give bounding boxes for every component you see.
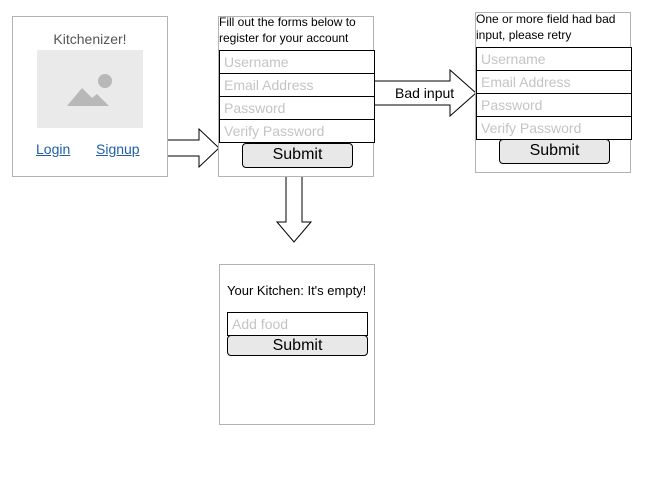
- bad-input-label: Bad input: [395, 85, 455, 101]
- error-message-line-2: input, please retry: [476, 28, 572, 42]
- error-screen: One or more field had bad input, please …: [475, 12, 632, 173]
- register-submit-button[interactable]: Submit: [242, 143, 353, 168]
- app-title: Kitchenizer!: [53, 31, 127, 47]
- email-field[interactable]: Email Address: [219, 73, 375, 97]
- verify-password-field[interactable]: Verify Password: [219, 119, 375, 143]
- register-instructions-line-2: register for your account: [219, 31, 349, 45]
- arrow-register-to-error: [372, 68, 477, 118]
- error-email-field[interactable]: Email Address: [476, 70, 632, 94]
- kitchen-submit-button[interactable]: Submit: [227, 335, 368, 356]
- error-password-field[interactable]: Password: [476, 93, 632, 117]
- kitchen-heading: Your Kitchen: It's empty!: [227, 283, 367, 298]
- register-instructions-line-1: Fill out the forms below to: [219, 15, 356, 29]
- kitchen-screen: Your Kitchen: It's empty! Add food Submi…: [219, 264, 375, 425]
- error-message-line-1: One or more field had bad: [476, 12, 616, 26]
- login-screen: Kitchenizer! Login Signup: [12, 16, 168, 177]
- error-submit-button[interactable]: Submit: [499, 139, 610, 164]
- arrow-register-to-kitchen: [275, 166, 313, 243]
- error-username-field[interactable]: Username: [476, 47, 632, 71]
- username-field[interactable]: Username: [219, 50, 375, 74]
- password-field[interactable]: Password: [219, 96, 375, 120]
- signup-link[interactable]: Signup: [96, 141, 140, 157]
- image-placeholder-icon: [37, 50, 143, 128]
- login-link[interactable]: Login: [36, 141, 71, 157]
- error-verify-password-field[interactable]: Verify Password: [476, 116, 632, 140]
- add-food-input[interactable]: Add food: [227, 312, 368, 336]
- register-screen: Fill out the forms below to register for…: [218, 15, 375, 177]
